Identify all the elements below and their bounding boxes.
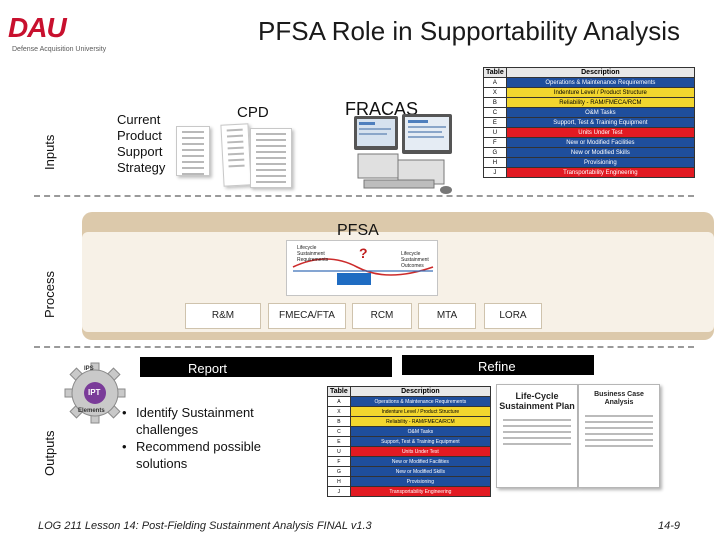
- table-header-row: Table Description: [327, 386, 492, 397]
- side-label-inputs: Inputs: [42, 134, 57, 170]
- refine-bar: [402, 355, 594, 375]
- divider-inputs: [34, 195, 694, 197]
- current-strategy-label: Current Product Support Strategy: [117, 112, 166, 175]
- lcsp-document: Life-Cycle Sustainment Plan: [496, 384, 578, 488]
- table-header-key: Table: [483, 67, 507, 78]
- logo-subtitle: Defense Acquisition University: [12, 46, 107, 53]
- dau-logo: DAU Defense Acquisition University: [8, 12, 116, 56]
- tool-box-rm: R&M: [185, 303, 261, 329]
- side-label-outputs: Outputs: [42, 430, 57, 476]
- cpd-document-back: [220, 123, 252, 187]
- logo-mark: DAU: [8, 12, 67, 43]
- diagram-question-mark: ?: [359, 245, 368, 261]
- fracas-label: FRACAS: [345, 99, 419, 119]
- table-header-row: Table Description: [483, 67, 696, 78]
- bca-document: Business Case Analysis: [578, 384, 660, 488]
- tool-box-rcm: RCM: [352, 303, 412, 329]
- gear-label-ipt: IPT: [88, 388, 101, 397]
- pfsa-title: PFSA: [337, 222, 379, 239]
- diagram-label-outcomes: Lifecycle Sustainment Outcomes: [401, 251, 429, 269]
- footer-course: LOG 211 Lesson 14: Post-Fielding Sustain…: [38, 520, 314, 532]
- cpd-document-thumbnail: [250, 128, 292, 188]
- report-bar: [140, 357, 392, 377]
- tool-box-lora: LORA: [484, 303, 542, 329]
- gear-label-elements: Elements: [78, 408, 105, 414]
- strategy-document-thumbnail: [176, 126, 210, 176]
- tool-box-mta: MTA: [418, 303, 476, 329]
- fracas-computer-icon: [354, 114, 452, 194]
- refine-label: Refine: [478, 359, 516, 374]
- ips-gear-icon: [64, 362, 126, 424]
- bca-title: Business Case Analysis: [594, 391, 644, 406]
- slide-title: PFSA Role in Supportability Analysis: [258, 16, 680, 46]
- outputs-bullet-list: Identify Sustainment challenges Recommen…: [118, 404, 298, 472]
- report-label: Report: [188, 361, 228, 376]
- divider-process: [34, 346, 694, 348]
- lcsp-title: Life-Cycle Sustainment Plan: [499, 391, 575, 411]
- diagram-label-requirements: Lifecycle Sustainment Requirements: [297, 245, 329, 263]
- bullet-item: Identify Sustainment challenges: [118, 404, 298, 438]
- gear-label-ips: IPS: [84, 366, 94, 372]
- tool-box-fmeca-fta: FMECA/FTA: [268, 303, 346, 329]
- cpd-label: CPD: [237, 104, 269, 121]
- pfsa-process-diagram: Lifecycle Sustainment Requirements Lifec…: [286, 240, 438, 296]
- bullet-item: Recommend possible solutions: [118, 438, 298, 472]
- footer-text: LOG 211 Lesson 14: Post-Fielding Sustain…: [38, 520, 372, 532]
- page-number: 14-9: [658, 520, 681, 532]
- side-label-process: Process: [42, 271, 57, 318]
- table-header-desc: Description: [505, 67, 696, 78]
- footer-version: FINAL v1.3: [316, 520, 372, 532]
